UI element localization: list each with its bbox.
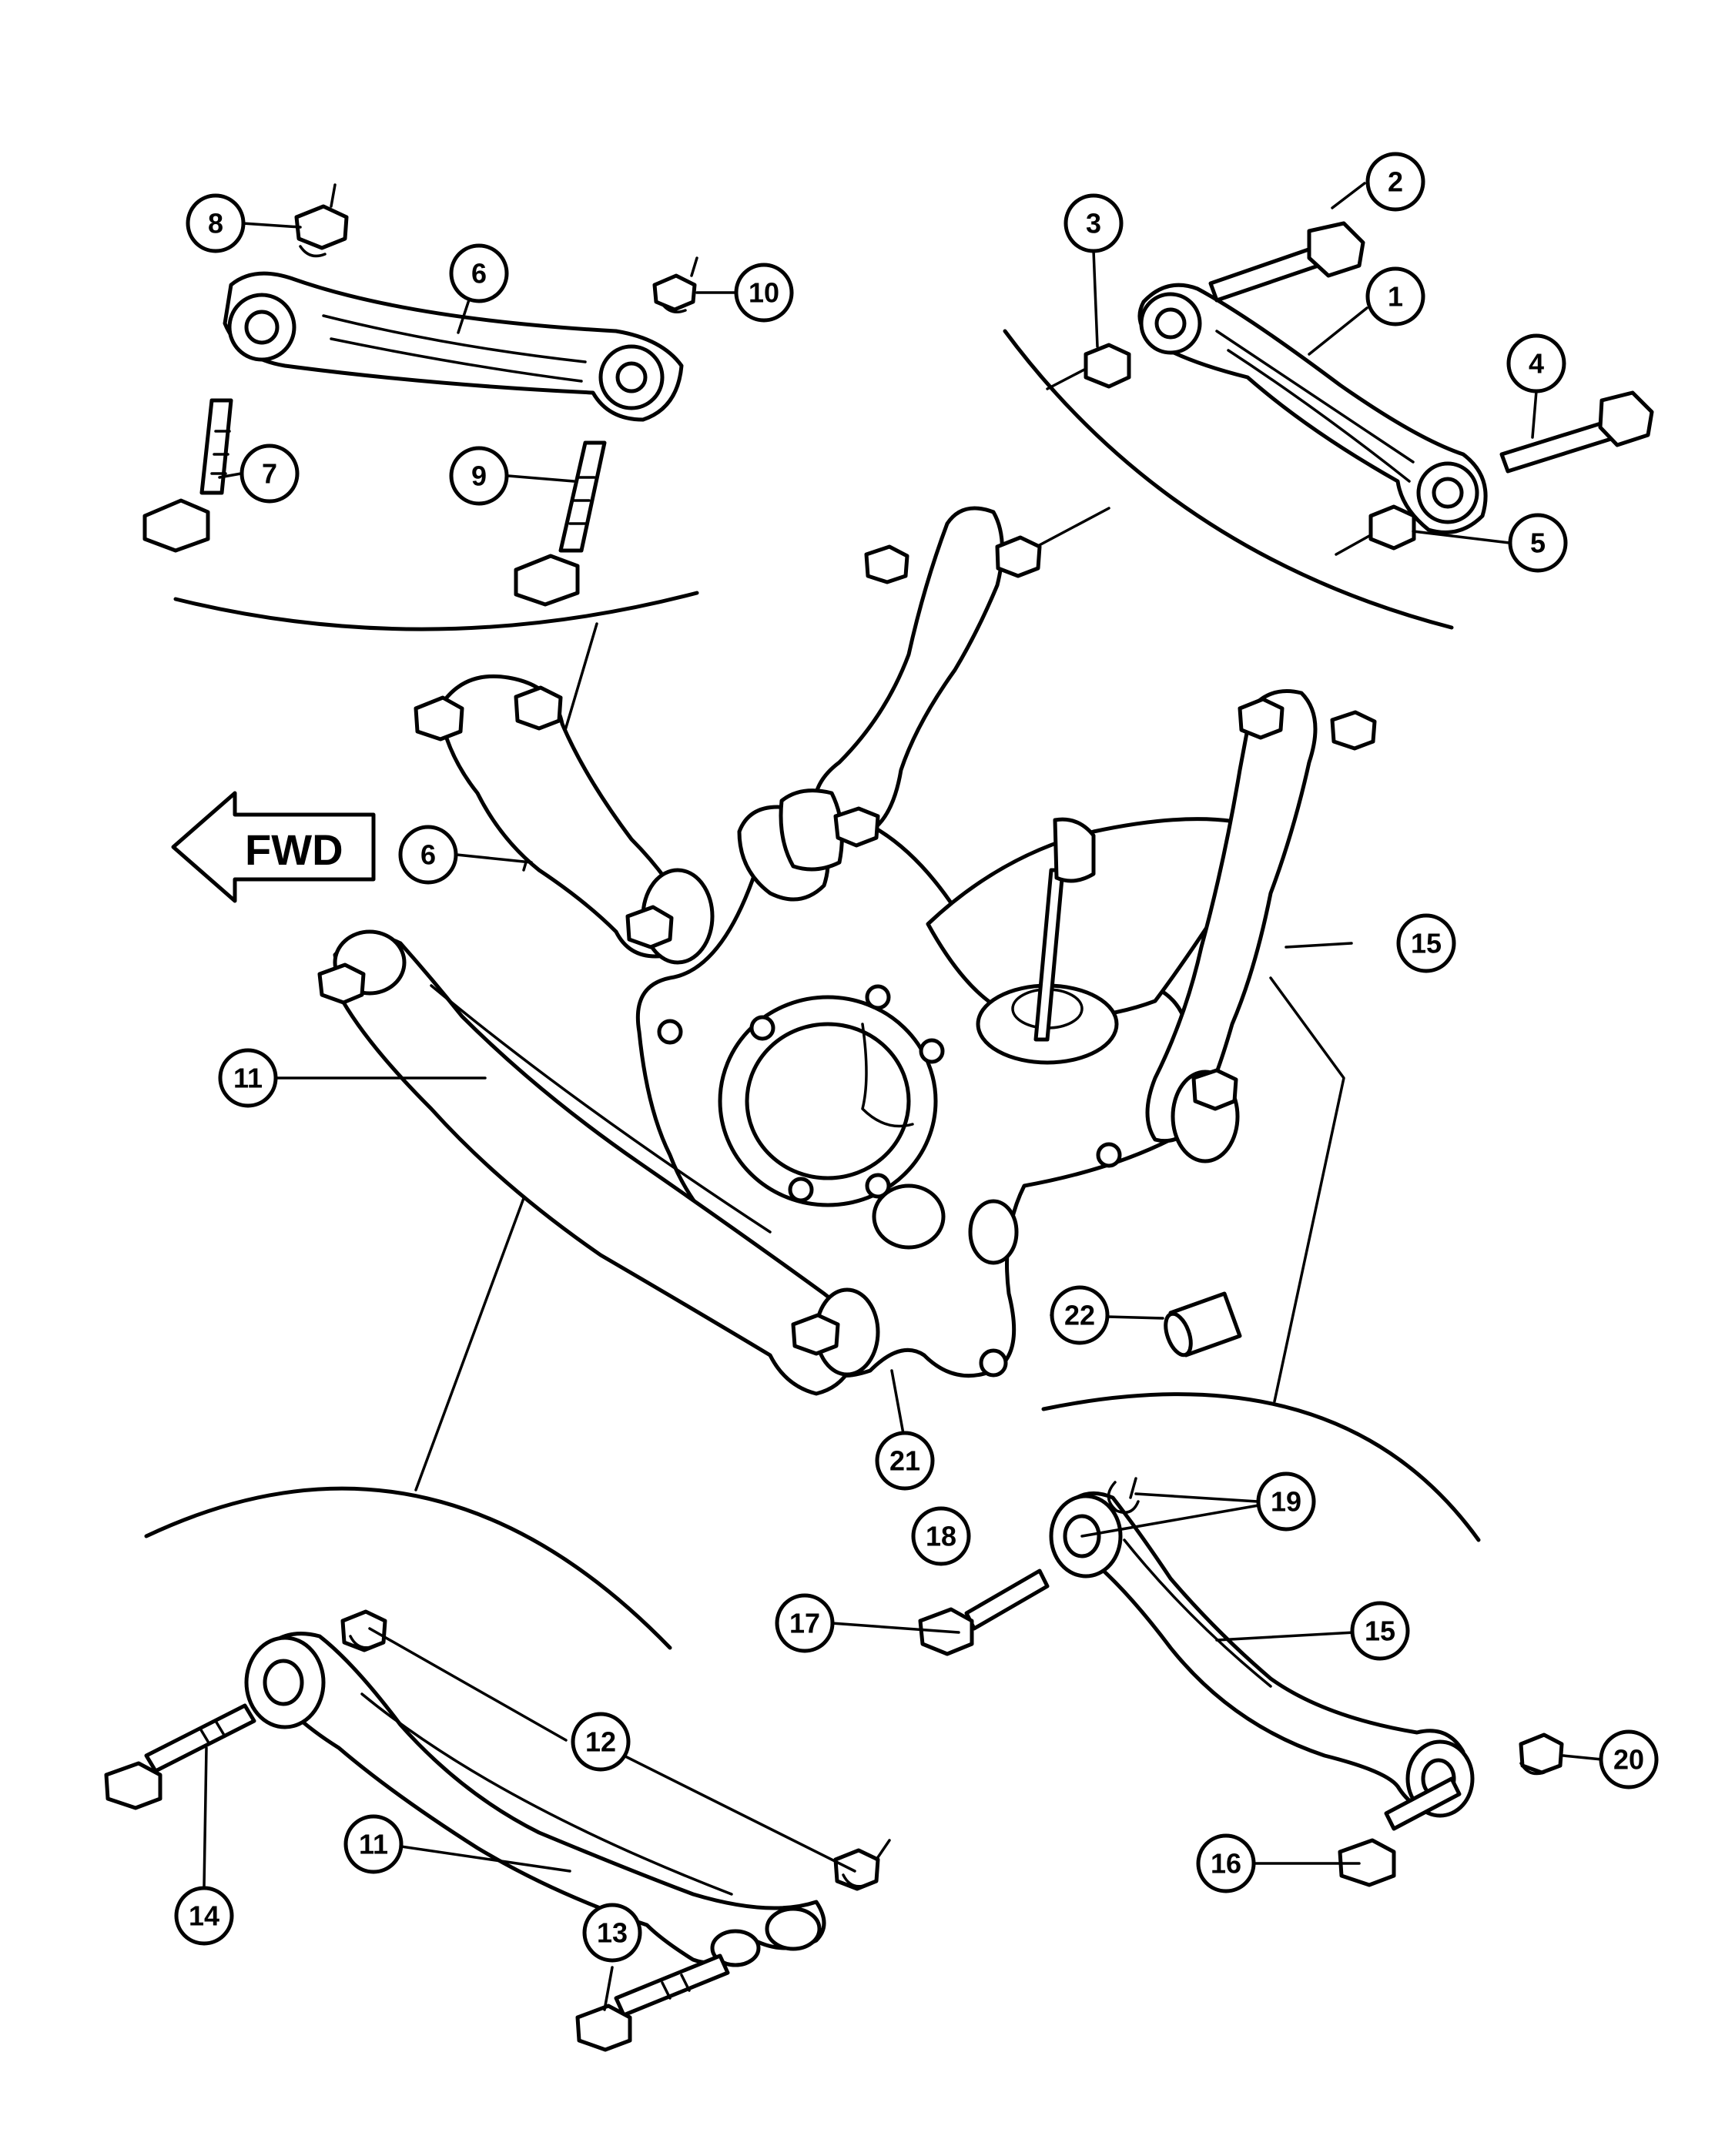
svg-text:22: 22 — [1064, 1300, 1095, 1331]
callout-11-main: 11 — [218, 1048, 278, 1108]
svg-text:1: 1 — [1388, 281, 1403, 313]
svg-text:19: 19 — [1271, 1486, 1301, 1518]
bolt-7 — [199, 398, 233, 495]
callout-19: 19 — [1256, 1471, 1316, 1532]
callout-8: 8 — [186, 193, 246, 253]
svg-text:11: 11 — [359, 1829, 388, 1860]
lower-arm-11 — [252, 1632, 826, 1965]
callout-6-main: 6 — [398, 825, 458, 885]
sleeve-22 — [1164, 1291, 1242, 1358]
bolt-14 — [144, 1703, 256, 1773]
detail-upper-control-arm-rear — [142, 183, 698, 607]
svg-text:17: 17 — [789, 1608, 820, 1639]
svg-text:6: 6 — [420, 839, 436, 871]
forward-label: FWD — [245, 825, 343, 874]
svg-text:9: 9 — [471, 460, 487, 492]
nut-20 — [1519, 1732, 1564, 1775]
callout-3: 3 — [1063, 193, 1124, 253]
detail-lateral-arm — [918, 1477, 1564, 1887]
callout-5: 5 — [1508, 513, 1568, 573]
callout-9: 9 — [449, 446, 509, 506]
callout-22: 22 — [1050, 1285, 1110, 1345]
callout-14: 14 — [174, 1886, 234, 1946]
svg-text:5: 5 — [1530, 527, 1546, 559]
callout-13: 13 — [582, 1903, 642, 1963]
callout-12: 12 — [571, 1712, 631, 1772]
svg-text:21: 21 — [889, 1445, 920, 1477]
svg-text:13: 13 — [597, 1917, 628, 1949]
callout-leaders — [203, 182, 1603, 2011]
callout-10: 10 — [734, 263, 794, 323]
callout-4: 4 — [1506, 333, 1566, 393]
svg-text:12: 12 — [585, 1726, 616, 1758]
svg-text:2: 2 — [1388, 166, 1403, 198]
svg-text:11: 11 — [233, 1063, 263, 1094]
upper-control-arm-6 — [223, 271, 684, 422]
nut-10 — [652, 273, 697, 312]
callout-18: 18 — [911, 1506, 971, 1566]
svg-text:3: 3 — [1086, 208, 1101, 239]
callout-11-detail: 11 — [343, 1814, 404, 1874]
svg-text:8: 8 — [208, 208, 223, 239]
callout-1: 1 — [1365, 266, 1425, 326]
bolt-17 — [964, 1568, 1050, 1631]
callout-15-main: 15 — [1396, 913, 1456, 973]
svg-text:16: 16 — [1211, 1848, 1241, 1880]
svg-text:10: 10 — [749, 277, 779, 309]
callout-7: 7 — [239, 444, 300, 504]
bolt-13 — [614, 1953, 730, 2017]
nut-3 — [1084, 343, 1131, 389]
callout-6-detail: 6 — [449, 243, 509, 303]
forward-direction-arrow: FWD — [171, 791, 376, 903]
bolt-4 — [1499, 420, 1613, 474]
svg-text:6: 6 — [471, 258, 487, 290]
svg-text:20: 20 — [1613, 1744, 1644, 1776]
callout-16: 16 — [1196, 1833, 1256, 1893]
nut-12-lower — [833, 1848, 880, 1891]
svg-text:18: 18 — [926, 1521, 956, 1552]
svg-text:14: 14 — [189, 1900, 219, 1932]
svg-text:4: 4 — [1529, 348, 1544, 380]
svg-text:15: 15 — [1365, 1615, 1395, 1647]
svg-text:7: 7 — [262, 458, 277, 490]
nut-5 — [1368, 504, 1416, 551]
detail-upper-control-arm-front — [1046, 221, 1654, 556]
bolt-9 — [558, 440, 607, 553]
callout-17: 17 — [775, 1593, 835, 1653]
callout-21: 21 — [875, 1431, 935, 1491]
washer-19 — [1107, 1481, 1140, 1514]
nut-12-upper — [340, 1609, 387, 1652]
main-suspension-assembly — [317, 506, 1377, 1396]
callout-15-detail: 15 — [1350, 1601, 1410, 1661]
bolt-2 — [1208, 246, 1321, 303]
callout-2: 2 — [1365, 152, 1425, 212]
callout-20: 20 — [1599, 1729, 1659, 1789]
svg-text:15: 15 — [1411, 928, 1442, 959]
nut-8 — [294, 204, 349, 250]
detail-lower-arm — [104, 1609, 891, 2052]
bolt-16 — [1384, 1776, 1462, 1831]
